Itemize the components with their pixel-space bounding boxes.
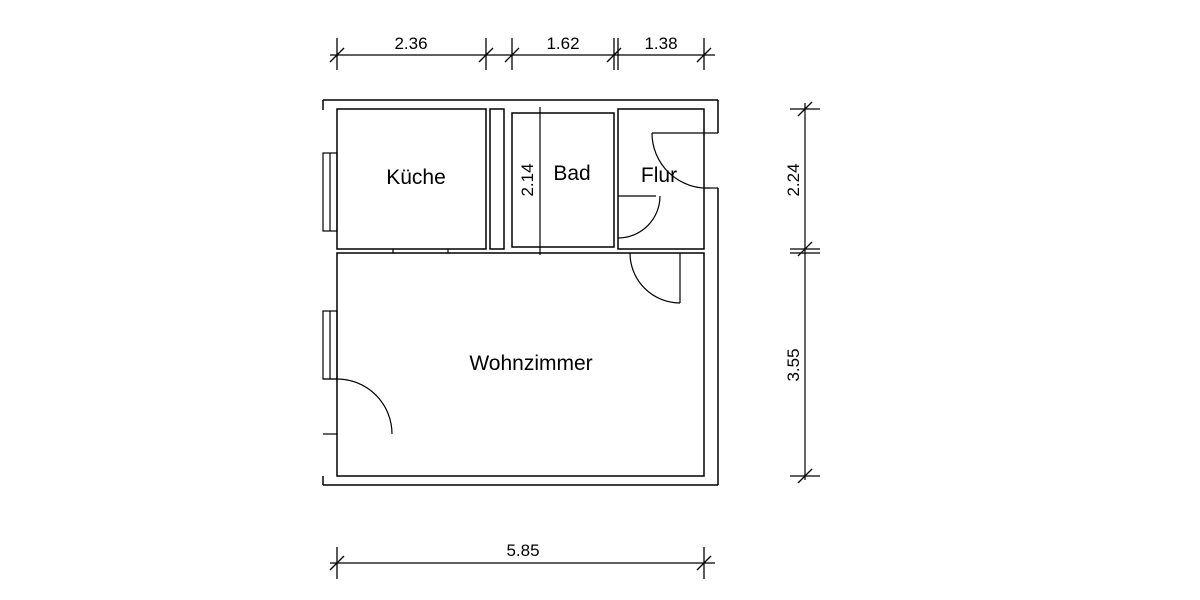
right-dim-lower-label: 3.55 [784,348,803,381]
bottom-dimension [329,547,715,579]
right-dimension-chain [790,101,820,484]
top-dim-3-label: 1.38 [644,34,677,53]
bad-door [617,195,661,239]
flur-label: Flur [641,164,677,187]
bottom-dim-label: 5.85 [506,541,539,560]
top-dimension-chain [329,38,715,70]
wohnzimmer-label: Wohnzimmer [469,352,592,375]
bad-dimension-label: 2.14 [518,163,537,196]
top-dim-2-label: 1.62 [546,34,579,53]
kueche-label: Küche [386,166,446,189]
top-dim-1-label: 2.36 [394,34,427,53]
kitchen-window [322,152,338,232]
terrace-door [323,378,393,435]
flur-room [617,108,705,250]
wohnzimmer-door [629,252,681,304]
bad-label: Bad [553,162,590,185]
bad-room [511,112,615,248]
outer-walls [322,99,719,486]
entrance-door [651,132,718,189]
right-dim-upper-label: 2.24 [784,163,803,196]
living-window [322,310,338,380]
installation-shaft [489,108,505,250]
